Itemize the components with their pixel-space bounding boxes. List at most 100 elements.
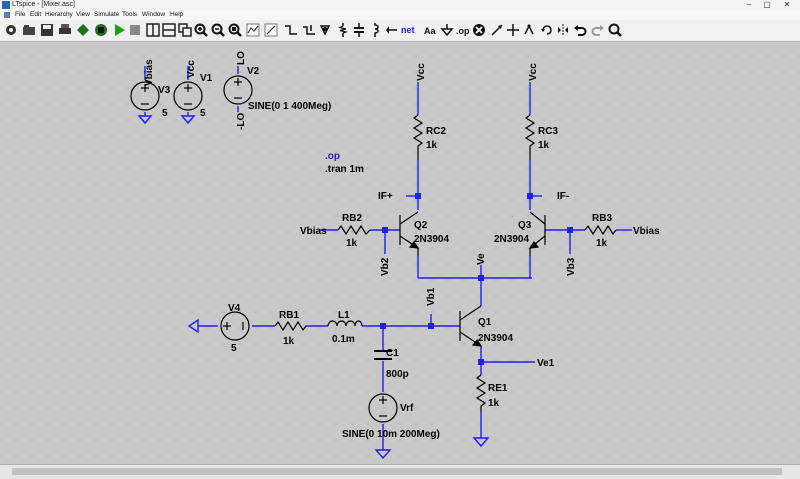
zoom-fit-icon[interactable] — [228, 23, 242, 37]
rb2-vbias-label: Vbias — [300, 226, 327, 237]
vb2-label: Vb2 — [380, 257, 391, 276]
resistor-re1 — [475, 374, 487, 412]
ve-label: Ve — [476, 253, 487, 265]
q2-vcc-label: Vcc — [416, 63, 427, 81]
ground-icon[interactable] — [302, 23, 316, 37]
menu-view[interactable]: View — [76, 11, 90, 18]
spice-directive-icon[interactable]: net — [400, 23, 420, 37]
rc3-value: 1k — [538, 140, 550, 151]
net-label: net — [401, 25, 415, 35]
rb3-value: 1k — [596, 238, 608, 249]
mirror-icon[interactable] — [556, 23, 570, 37]
text-icon[interactable]: Aa — [424, 23, 438, 37]
toolbar: net Aa .op — [0, 20, 800, 42]
menu-file[interactable]: File — [15, 11, 26, 18]
resistor-icon[interactable] — [336, 23, 350, 37]
menu-help[interactable]: Help — [170, 11, 184, 18]
v2-name: V2 — [247, 66, 260, 77]
spice-op-icon[interactable]: .op — [456, 23, 470, 37]
inductor-icon[interactable] — [368, 23, 382, 37]
maximize-button[interactable]: ▢ — [763, 0, 771, 9]
rb2-value: 1k — [346, 238, 358, 249]
menu-simulate[interactable]: Simulate — [94, 11, 120, 18]
app-icon — [2, 1, 10, 9]
wires — [144, 66, 632, 450]
schematic-canvas[interactable]: Vbias V3 5 Vcc V1 5 LO V2 -LO SINE(0 1 4… — [0, 42, 800, 464]
scrollbar-thumb[interactable] — [12, 468, 782, 475]
schematic-drawing: Vbias V3 5 Vcc V1 5 LO V2 -LO SINE(0 1 4… — [130, 51, 660, 460]
rc2-value: 1k — [426, 140, 438, 151]
junctions — [380, 193, 573, 365]
wire-icon[interactable] — [284, 23, 298, 37]
v1-net-label: Vcc — [186, 60, 197, 78]
source-v2 — [223, 75, 253, 105]
transistor-q2 — [399, 211, 420, 256]
rotate-icon[interactable] — [540, 23, 554, 37]
halt-icon[interactable] — [128, 23, 142, 37]
source-v1 — [173, 81, 203, 111]
document-icon — [4, 12, 10, 18]
duplicate-icon[interactable] — [490, 23, 504, 37]
menu-window[interactable]: Window — [142, 11, 166, 18]
title-bar: LTspice - [Mixer.asc] – ▢ ✕ — [0, 0, 800, 10]
component-icon[interactable] — [76, 23, 90, 37]
rc3-name: RC3 — [538, 126, 558, 137]
save-icon[interactable] — [40, 23, 54, 37]
control-panel-icon[interactable] — [4, 23, 18, 37]
resistor-rb2 — [337, 224, 371, 236]
vb3-label: Vb3 — [566, 257, 577, 276]
capacitor-icon[interactable] — [352, 23, 366, 37]
move-icon[interactable] — [506, 23, 520, 37]
autoscale-icon[interactable] — [264, 23, 278, 37]
resistor-rb1 — [274, 320, 307, 332]
re1-name: RE1 — [488, 383, 508, 394]
if-plus-label: IF+ — [378, 191, 393, 202]
vrf-name: Vrf — [400, 403, 414, 414]
cascade-icon[interactable] — [178, 23, 192, 37]
zoom-out-icon[interactable] — [211, 23, 225, 37]
text-label: Aa — [424, 26, 436, 36]
delete-icon[interactable] — [472, 23, 486, 37]
minimize-button[interactable]: – — [746, 0, 752, 9]
print-icon[interactable] — [58, 23, 72, 37]
v3-value: 5 — [162, 108, 168, 119]
q3-vcc-label: Vcc — [528, 63, 539, 81]
v4-value: 5 — [231, 343, 237, 354]
q3-model: 2N3904 — [494, 234, 529, 245]
vrf-value: SINE(0 10m 200Meg) — [342, 429, 440, 440]
l1-value: 0.1m — [332, 334, 355, 345]
menu-tools[interactable]: Tools — [122, 11, 138, 18]
close-button[interactable]: ✕ — [783, 0, 791, 9]
vb1-label: Vb1 — [426, 287, 437, 306]
zoom-area-icon[interactable] — [246, 23, 260, 37]
grounds — [137, 115, 490, 460]
run-icon[interactable] — [112, 23, 126, 37]
svg-text:.op: .op — [456, 26, 470, 36]
source-v3 — [130, 81, 160, 111]
rb3-name: RB3 — [592, 213, 612, 224]
open-icon[interactable] — [22, 23, 36, 37]
rb2-name: RB2 — [342, 213, 362, 224]
drag-icon[interactable] — [522, 23, 536, 37]
menu-edit[interactable]: Edit — [30, 11, 42, 18]
diode-icon[interactable] — [318, 23, 332, 37]
tile-horizontal-icon[interactable] — [146, 23, 160, 37]
redo-icon[interactable] — [591, 23, 605, 37]
tile-vertical-icon[interactable] — [162, 23, 176, 37]
c1-name: C1 — [386, 348, 399, 359]
schematic-labels: Vbias V3 5 Vcc V1 5 LO V2 -LO SINE(0 1 4… — [144, 51, 660, 440]
zoom-in-icon[interactable] — [194, 23, 208, 37]
source-v4 — [220, 311, 250, 341]
find-icon[interactable] — [608, 23, 622, 37]
menu-bar: File Edit Hierarchy View Simulate Tools … — [0, 10, 800, 20]
c1-value: 800p — [386, 369, 409, 380]
component2-icon[interactable] — [94, 23, 108, 37]
undo-icon[interactable] — [573, 23, 587, 37]
directive-op: .op — [325, 151, 340, 162]
horizontal-scrollbar[interactable] — [0, 464, 800, 479]
rb1-name: RB1 — [279, 310, 299, 321]
ground-symbol-icon[interactable] — [440, 23, 454, 37]
source-vrf — [368, 393, 398, 423]
label-net-icon[interactable] — [384, 23, 398, 37]
menu-hierarchy[interactable]: Hierarchy — [45, 11, 73, 18]
